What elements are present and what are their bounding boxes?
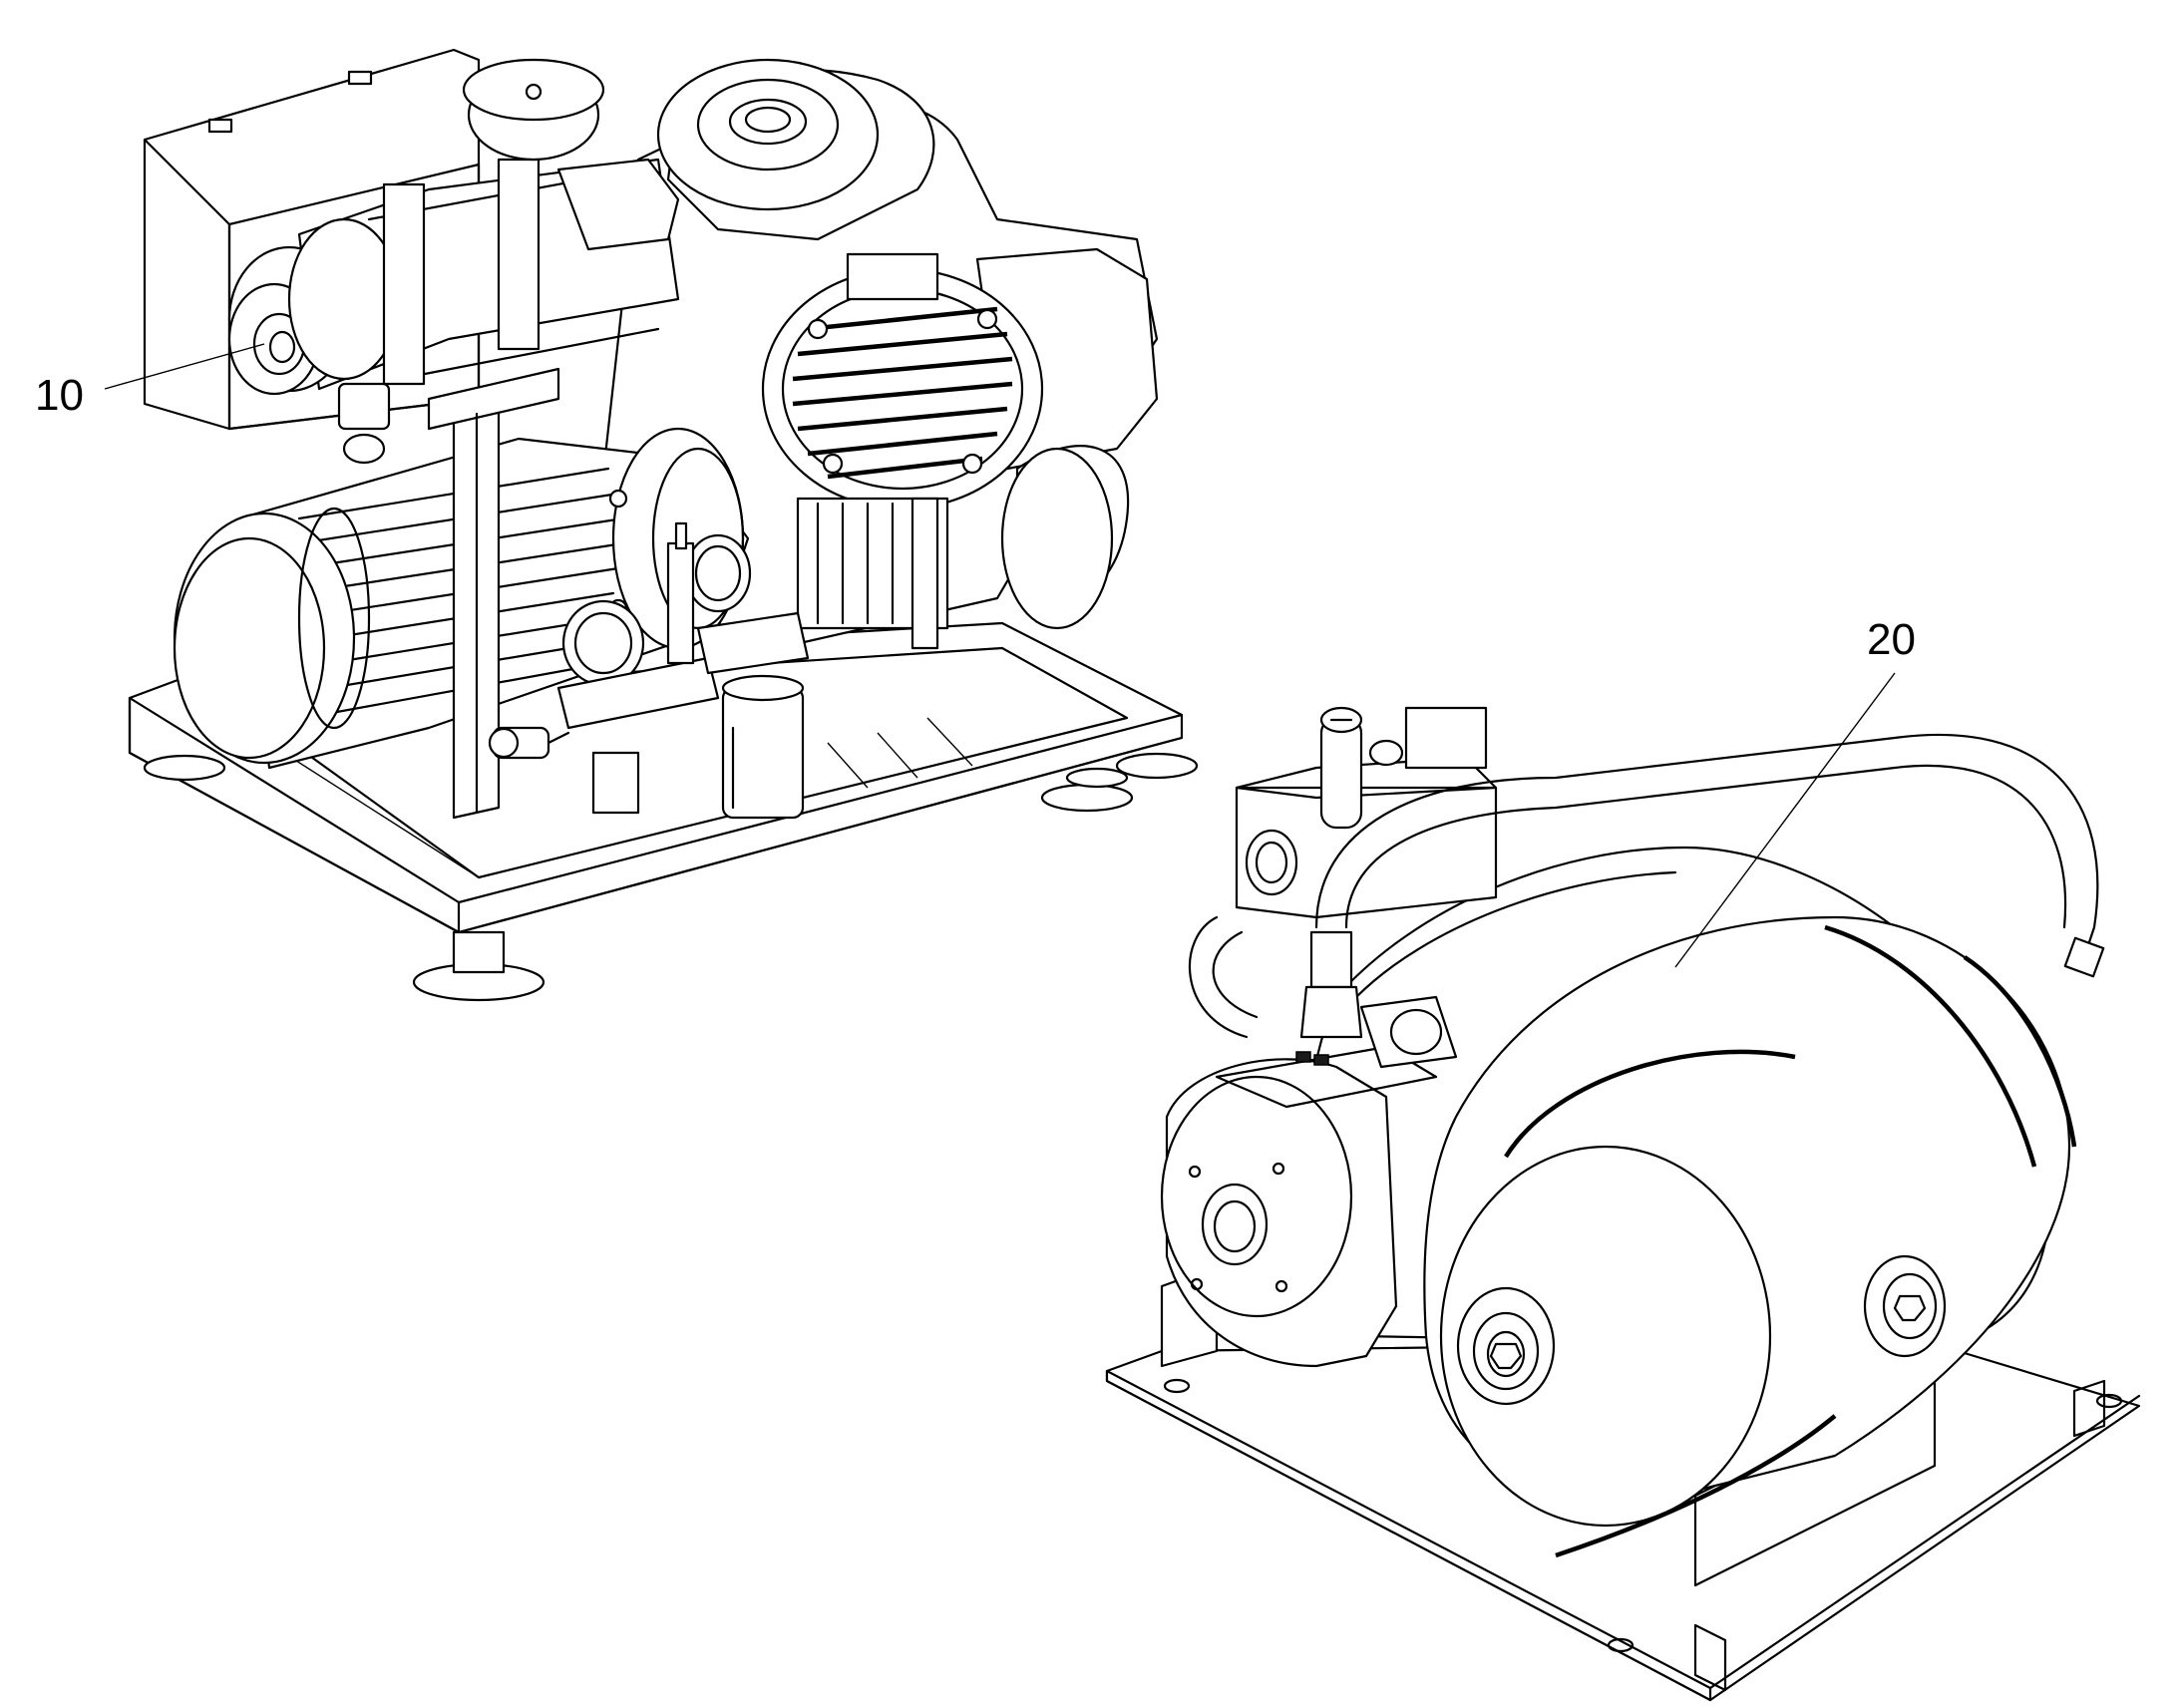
callout-20-leader — [1674, 672, 1896, 968]
air-filter — [227, 58, 680, 465]
receiver-tank-assembly — [1105, 672, 2141, 1702]
electric-motor — [173, 427, 752, 770]
connecting-pipe — [1189, 733, 2105, 1066]
filter-housing — [1160, 1045, 1438, 1368]
support-post — [427, 367, 560, 820]
callout-10-leader — [104, 343, 265, 390]
callout-10-label: 10 — [35, 371, 84, 420]
crankcase-fins — [796, 497, 949, 650]
front-tank — [1423, 915, 2077, 1558]
manifold-block — [1235, 706, 1498, 1069]
callout-20-label: 20 — [1867, 615, 1916, 664]
valve-block — [488, 521, 810, 820]
compressor-unit — [104, 48, 1199, 1002]
top-housing — [656, 58, 935, 241]
